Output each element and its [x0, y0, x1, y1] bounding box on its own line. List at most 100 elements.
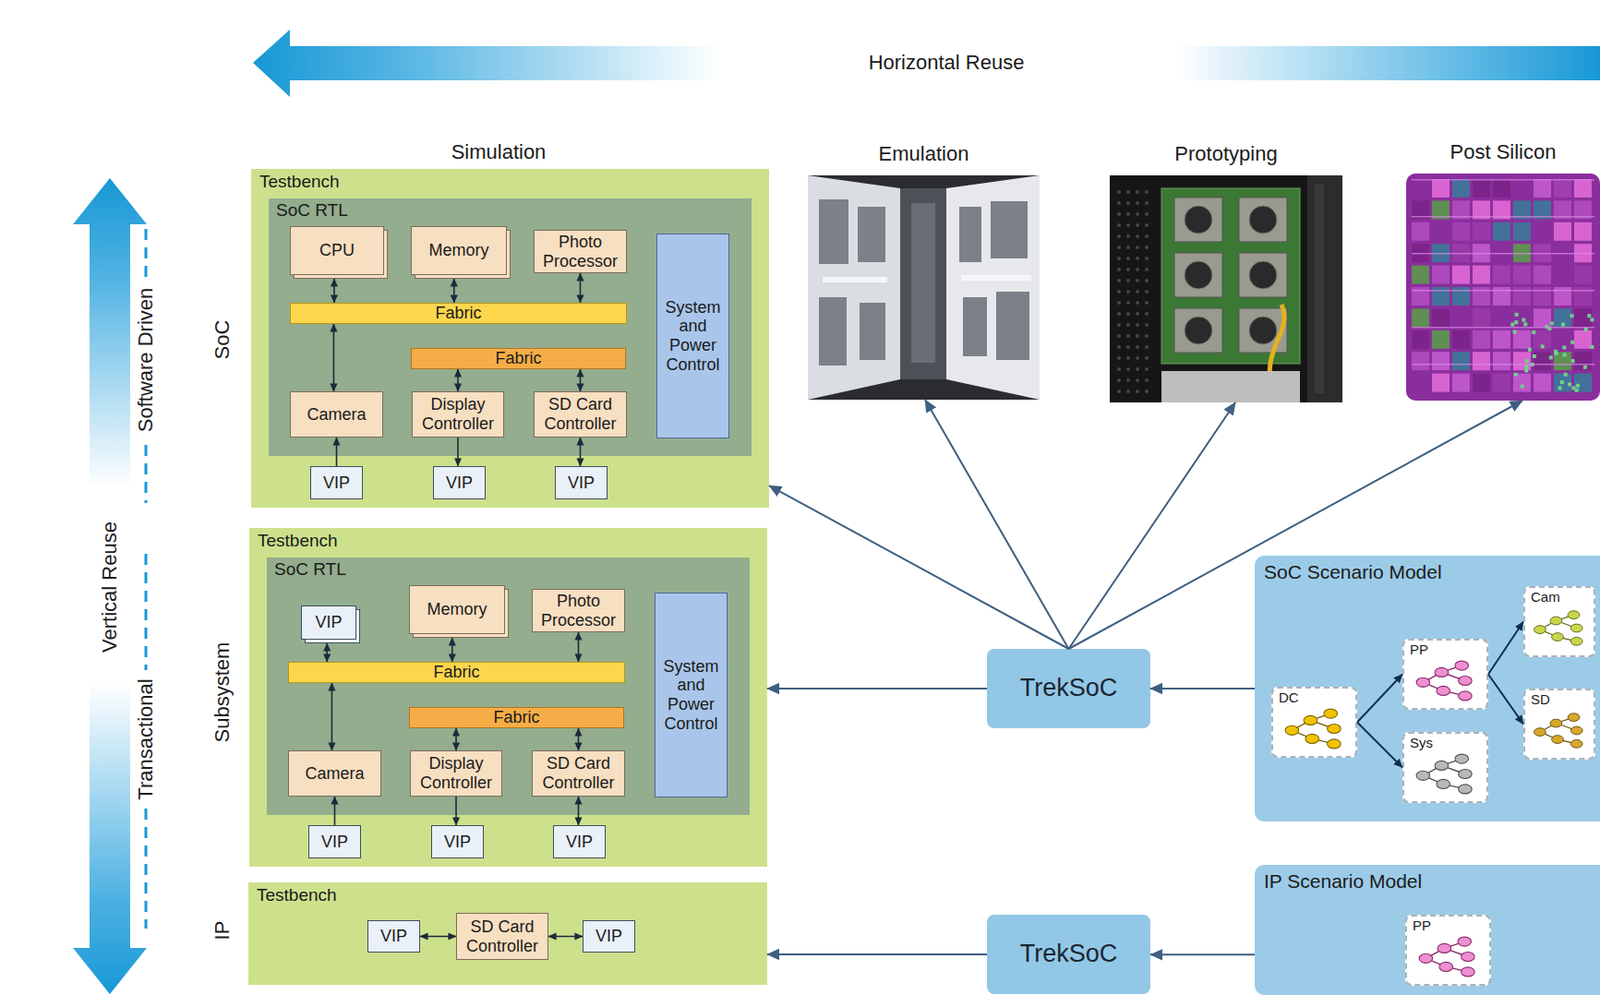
connector-arrow: [577, 796, 580, 826]
connector-arrow: [333, 324, 336, 392]
connector-arrow: [333, 278, 336, 303]
connector-arrow: [579, 369, 582, 392]
connector-arrow: [925, 399, 1069, 650]
box-label: Photo Processor: [538, 232, 623, 271]
scenario-node: PP: [1402, 638, 1489, 710]
treksoc-box: TrekSoC: [986, 914, 1151, 995]
box-heading: Sys: [1409, 734, 1481, 751]
connector-arrow: [331, 683, 334, 751]
scenario-graph-icon: [1273, 705, 1356, 753]
box-heading: Testbench: [259, 171, 761, 193]
ip-block: SD Card Controller: [531, 750, 626, 797]
box-heading: PP: [1412, 917, 1484, 934]
emulator-photo: [807, 175, 1040, 400]
connector-arrow: [1069, 400, 1524, 650]
testbench-box: TestbenchSoC RTLVIPMemoryPhoto Processor…: [249, 528, 768, 867]
box-label: System and Power Control: [661, 298, 725, 375]
scenario-graph-icon: [1525, 604, 1594, 652]
vip-box: VIP: [553, 825, 606, 859]
scenario-node: DC: [1271, 686, 1358, 758]
connector-arrow: [767, 953, 987, 956]
box-label: SD Card Controller: [460, 917, 544, 956]
row-heading: SoC: [210, 320, 234, 361]
box-label: Memory: [426, 600, 487, 620]
connector-arrow: [1488, 674, 1524, 725]
connector-arrow: [325, 643, 328, 662]
connector-arrow: [1069, 402, 1237, 650]
box-label: TrekSoC: [1020, 673, 1119, 703]
soc-rtl-box: SoC RTLCPUMemoryPhoto ProcessorFabricFab…: [268, 198, 752, 457]
silicon-die-photo: [1406, 173, 1600, 401]
connector-arrow: [334, 796, 337, 826]
ip-block: Memory: [410, 226, 507, 276]
connector-arrow: [1357, 722, 1403, 769]
scenario-node: Sys: [1402, 732, 1489, 804]
axis-title-text: Horizontal Reuse: [868, 50, 1025, 74]
ip-block: Memory: [409, 585, 506, 635]
connector-arrow: [579, 437, 582, 467]
box-label: VIP: [565, 832, 593, 853]
connector-arrow: [548, 936, 583, 939]
vip-box: VIP: [367, 920, 421, 953]
box-label: VIP: [314, 613, 342, 633]
ip-block: SD Card Controller: [533, 391, 627, 438]
connector-arrow: [767, 687, 987, 690]
ip-block: Camera: [288, 750, 382, 797]
box-heading: DC: [1278, 689, 1350, 706]
box-label: VIP: [321, 832, 349, 853]
row-heading-text: Subsystem: [210, 642, 234, 744]
fabric-bar: Fabric: [409, 707, 625, 729]
fabric-bar: Fabric: [410, 348, 626, 370]
box-label: Fabric: [434, 303, 482, 324]
power-control-box: System and Power Control: [654, 592, 728, 798]
box-heading: SoC RTL: [274, 559, 743, 580]
box-heading: SD: [1530, 691, 1588, 708]
ip-block: SD Card Controller: [456, 913, 549, 961]
vip-box: VIP: [582, 920, 636, 953]
horizontal-reuse-arrow: [1173, 46, 1600, 81]
box-label: Fabric: [493, 708, 540, 728]
ip-block: Camera: [289, 391, 384, 438]
connector-arrow: [1357, 674, 1403, 723]
row-heading: Subsystem: [210, 642, 234, 744]
scenario-graph-icon: [1525, 707, 1594, 755]
connector-arrow: [457, 369, 459, 392]
box-label: Memory: [428, 240, 489, 261]
ip-block: Display Controller: [411, 391, 505, 438]
row-heading: IP: [210, 921, 234, 941]
box-heading: Cam: [1530, 589, 1588, 605]
scenario-model-panel: IP Scenario ModelPP: [1254, 865, 1600, 995]
connector-arrow: [1150, 953, 1255, 956]
scenario-model-panel: SoC Scenario ModelDCPPSysCamSD: [1254, 555, 1600, 822]
box-label: CPU: [319, 240, 355, 261]
ip-block: Photo Processor: [531, 589, 626, 633]
scenario-node: PP: [1405, 914, 1492, 987]
vip-box: VIP: [433, 466, 486, 500]
box-label: Camera: [306, 405, 366, 425]
axis-band-label: Transactional: [133, 678, 157, 800]
platform-photo-panel: Emulation: [807, 175, 1040, 400]
box-label: Fabric: [433, 662, 480, 683]
connector-arrow: [451, 637, 454, 662]
axis-band-label-text: Transactional: [133, 678, 157, 800]
box-label: VIP: [567, 473, 595, 494]
treksoc-box: TrekSoC: [986, 649, 1151, 729]
connector-arrow: [457, 437, 459, 467]
box-label: Camera: [304, 764, 364, 784]
ip-block: Photo Processor: [533, 229, 627, 274]
testbench-box: TestbenchSoC RTLCPUMemoryPhoto Processor…: [251, 168, 770, 508]
vip-box: VIP: [300, 605, 357, 640]
vip-box: VIP: [431, 825, 484, 859]
box-label: VIP: [323, 473, 350, 494]
scenario-graph-icon: [1404, 750, 1487, 798]
platform-photo-panel: Prototyping: [1109, 175, 1343, 403]
box-heading: IP Scenario Model: [1263, 870, 1591, 893]
axis-band-label: Software Driven: [133, 288, 157, 434]
scenario-node: SD: [1523, 688, 1596, 760]
connector-arrow: [577, 632, 580, 662]
box-label: Fabric: [494, 348, 542, 369]
box-heading: Prototyping: [1109, 142, 1343, 166]
connector-arrow: [455, 728, 458, 751]
